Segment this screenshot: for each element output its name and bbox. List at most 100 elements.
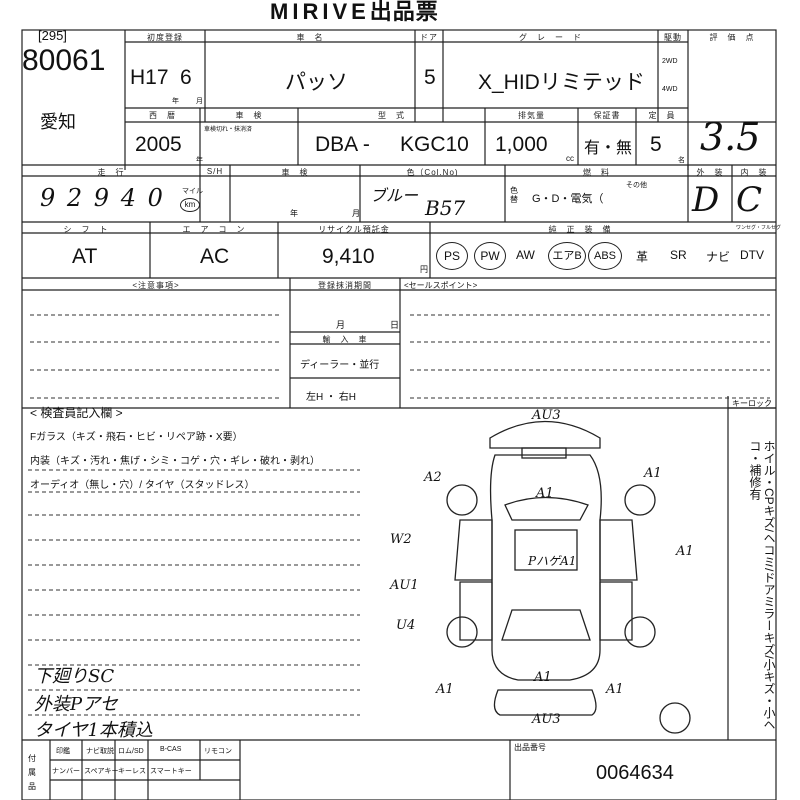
equip-dtv: DTV bbox=[740, 248, 764, 262]
mark-right-front: A1 bbox=[644, 466, 662, 481]
year: 2005 bbox=[135, 133, 182, 156]
door: 5 bbox=[424, 66, 436, 89]
recycle-unit: 円 bbox=[420, 265, 428, 274]
model-code: KGC10 bbox=[400, 133, 469, 156]
hdr-appraisal-no: 出品番号 bbox=[514, 743, 546, 752]
aircon: AC bbox=[200, 245, 230, 268]
hdr-equipment: 純 正 装 備 bbox=[548, 225, 612, 234]
hdr-interior: 内 装 bbox=[740, 168, 768, 177]
equip-pw: PW bbox=[474, 242, 506, 270]
hdr-sales-point: <セールスポイント> bbox=[404, 281, 478, 290]
hdr-recycle: リサイクル預託金 bbox=[318, 225, 390, 234]
inspector-line-1: Fガラス（キズ・飛石・ヒビ・リペア跡・X要） bbox=[30, 432, 243, 443]
mark-rear-left: A1 bbox=[436, 682, 454, 697]
fuel-other: その他 bbox=[626, 182, 647, 189]
hdr-capacity: 定 員 bbox=[648, 111, 676, 120]
side-legend: ホイル・CPキズ/ヘコミ/ドアミラーキズ/小キズ・小ヘコ・補修有 bbox=[748, 440, 776, 731]
grade: X_HIDリミテッド bbox=[478, 71, 645, 94]
recycle-unit-year: 年 bbox=[290, 209, 298, 218]
reg-unit-month: 月 bbox=[196, 98, 203, 105]
mark-left-rear-door: AU1 bbox=[390, 578, 419, 593]
footer-item-1: 印鑑 bbox=[56, 748, 70, 755]
mark-front: AU3 bbox=[532, 408, 561, 423]
hdr-inspector: < 検査員記入欄 > bbox=[30, 406, 123, 420]
brand-logo: MIRIVE出品票 bbox=[270, 0, 439, 26]
hand-note-3: タイヤ1本積込 bbox=[34, 720, 153, 741]
hdr-steering: S/H bbox=[206, 167, 224, 176]
reg-month: 6 bbox=[180, 66, 192, 89]
model-prefix: DBA - bbox=[315, 133, 370, 156]
equip-aw: AW bbox=[516, 248, 535, 262]
hdr-warranty: 保証書 bbox=[593, 111, 621, 120]
exterior-grade: D bbox=[692, 180, 720, 220]
recycle: 9,410 bbox=[322, 245, 375, 268]
hdr-fuel: 燃 料 bbox=[583, 168, 610, 177]
displacement: 1,000 bbox=[495, 133, 548, 156]
cc-unit: cc bbox=[566, 154, 574, 163]
brand-name: MIRIVE bbox=[270, 0, 370, 24]
footer-item-2: ナビ取説 bbox=[86, 748, 114, 755]
inspector-line-3: オーディオ（無し・穴）/ タイヤ（スタッドレス） bbox=[30, 480, 255, 491]
hdr-color: 色（Col.No) bbox=[406, 168, 459, 177]
equip-navi: ナビ bbox=[706, 250, 731, 264]
hand-note-2: 外装Pアセ bbox=[34, 694, 118, 715]
mark-left-rear: U4 bbox=[396, 618, 416, 633]
car-diagram bbox=[446, 420, 691, 734]
color: ブルー bbox=[370, 186, 419, 205]
lot-number: 80061 bbox=[22, 44, 106, 77]
hdr-mileage: 走 行 bbox=[97, 168, 125, 177]
mark-roof: PハゲA1 bbox=[528, 554, 577, 568]
reg-era: H17 bbox=[130, 66, 169, 89]
hdr-door: ドア bbox=[420, 33, 438, 42]
recycle-unit-month: 月 bbox=[352, 209, 360, 218]
footer-item-4: B-CAS bbox=[160, 746, 182, 753]
equip-leather: 革 bbox=[636, 250, 649, 264]
capacity-unit: 名 bbox=[678, 157, 685, 164]
mark-right-door: A1 bbox=[676, 544, 694, 559]
warranty: 有・無 bbox=[584, 140, 633, 157]
location: 愛知 bbox=[40, 112, 76, 132]
mark-left-door: W2 bbox=[390, 532, 412, 547]
hdr-import: 輸 入 車 bbox=[322, 335, 368, 344]
hdr-notes: <注意事項> bbox=[132, 281, 180, 290]
inspector-line-2: 内装（キズ・汚れ・焦げ・シミ・コゲ・穴・ギレ・破れ・剥れ） bbox=[30, 456, 320, 467]
mileage-unit-km: km bbox=[180, 198, 200, 212]
drive-4wd: 4WD bbox=[662, 86, 678, 93]
hand-note-1: 下廻りSC bbox=[34, 666, 115, 687]
hdr-history: 登録抹消期間 bbox=[318, 281, 372, 290]
reg-unit-year: 年 bbox=[172, 98, 179, 105]
hdr-aircon: エ ア コ ン bbox=[182, 225, 246, 234]
appraisal-no: 0064634 bbox=[596, 762, 674, 784]
equip-abs: ABS bbox=[588, 242, 622, 270]
lot-tag: [295] bbox=[38, 28, 67, 43]
equip-sr: SR bbox=[670, 248, 687, 262]
shaken-note: 車検切れ・抹消済 bbox=[204, 127, 253, 133]
hdr-shaken: 車 検 bbox=[235, 111, 263, 120]
mileage: 9 2 9 4 0 bbox=[40, 184, 165, 212]
footer-item-3: ロム/SD bbox=[118, 748, 144, 755]
fuel-options: G・D・電気（ bbox=[532, 193, 604, 205]
footer-item-7: スペアキー bbox=[84, 768, 119, 775]
import-month: 月 bbox=[336, 320, 346, 330]
footer-item-9: スマートキー bbox=[150, 768, 192, 775]
footer-item-8: キーレス bbox=[118, 768, 146, 775]
hdr-drive: 駆動 bbox=[664, 33, 682, 42]
equip-airbag: エアB bbox=[548, 242, 586, 270]
import-dealer: ディーラー・並行 bbox=[300, 360, 380, 371]
hdr-score: 評 価 点 bbox=[709, 33, 755, 42]
interior-grade: C bbox=[736, 180, 763, 220]
mark-rear: AU3 bbox=[532, 712, 561, 727]
hdr-exterior: 外 装 bbox=[696, 168, 724, 177]
shift: AT bbox=[72, 245, 98, 268]
mark-left-front: A2 bbox=[424, 470, 442, 485]
brand-suffix: 出品票 bbox=[369, 0, 439, 24]
hdr-model: 型 式 bbox=[378, 111, 405, 120]
mark-rear-right: A1 bbox=[606, 682, 624, 697]
footer-label: 付属品 bbox=[28, 754, 36, 791]
footer-item-6: ナンバー bbox=[52, 768, 80, 775]
color-label: 色替 bbox=[510, 186, 518, 204]
footer-item-5: リモコン bbox=[204, 748, 232, 755]
mileage-unit-mile: マイル bbox=[182, 188, 203, 195]
capacity: 5 bbox=[650, 133, 662, 156]
